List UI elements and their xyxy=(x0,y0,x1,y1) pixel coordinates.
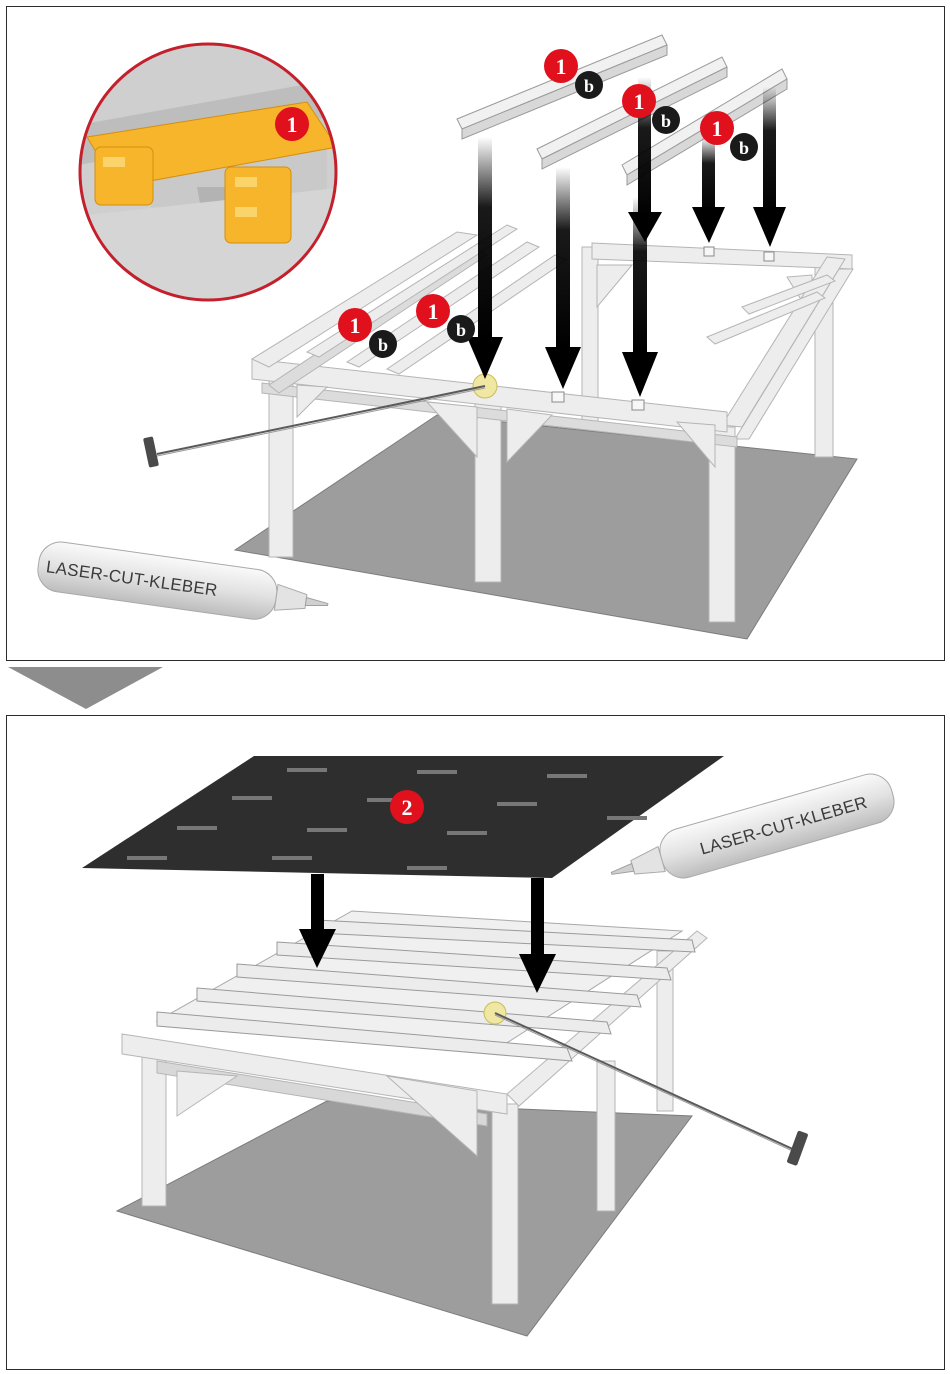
step-1-panel: 1 1 b 1 b 1 b 1 b 1 b LASER-CUT-KLEBER xyxy=(6,6,945,661)
down-arrow-icon xyxy=(753,87,786,247)
step-badge-2: 2 xyxy=(390,790,424,824)
svg-text:1: 1 xyxy=(428,299,439,324)
svg-text:b: b xyxy=(456,320,466,340)
step-2-panel: 2 LASER-CUT-KLEBER xyxy=(6,715,945,1370)
step-arrow-icon xyxy=(8,667,168,711)
detail-magnifier xyxy=(67,44,347,307)
step-1-illustration: 1 1 b 1 b 1 b 1 b 1 b LASER-CUT-KLEBER xyxy=(7,7,944,660)
svg-text:2: 2 xyxy=(402,795,413,820)
down-arrow-icon xyxy=(545,167,581,389)
down-arrow-icon xyxy=(692,137,725,243)
detail-step-badge: 1 xyxy=(275,107,309,141)
svg-text:b: b xyxy=(661,111,671,131)
base-plate xyxy=(235,415,857,639)
svg-text:b: b xyxy=(378,335,388,355)
svg-text:b: b xyxy=(584,76,594,96)
svg-text:1: 1 xyxy=(712,116,723,141)
svg-text:b: b xyxy=(739,138,749,158)
floating-beams xyxy=(457,35,787,185)
svg-text:1: 1 xyxy=(287,112,298,137)
step-2-illustration: 2 LASER-CUT-KLEBER xyxy=(7,716,944,1369)
svg-text:1: 1 xyxy=(350,313,361,338)
svg-text:1: 1 xyxy=(556,54,567,79)
svg-text:1: 1 xyxy=(634,89,645,114)
